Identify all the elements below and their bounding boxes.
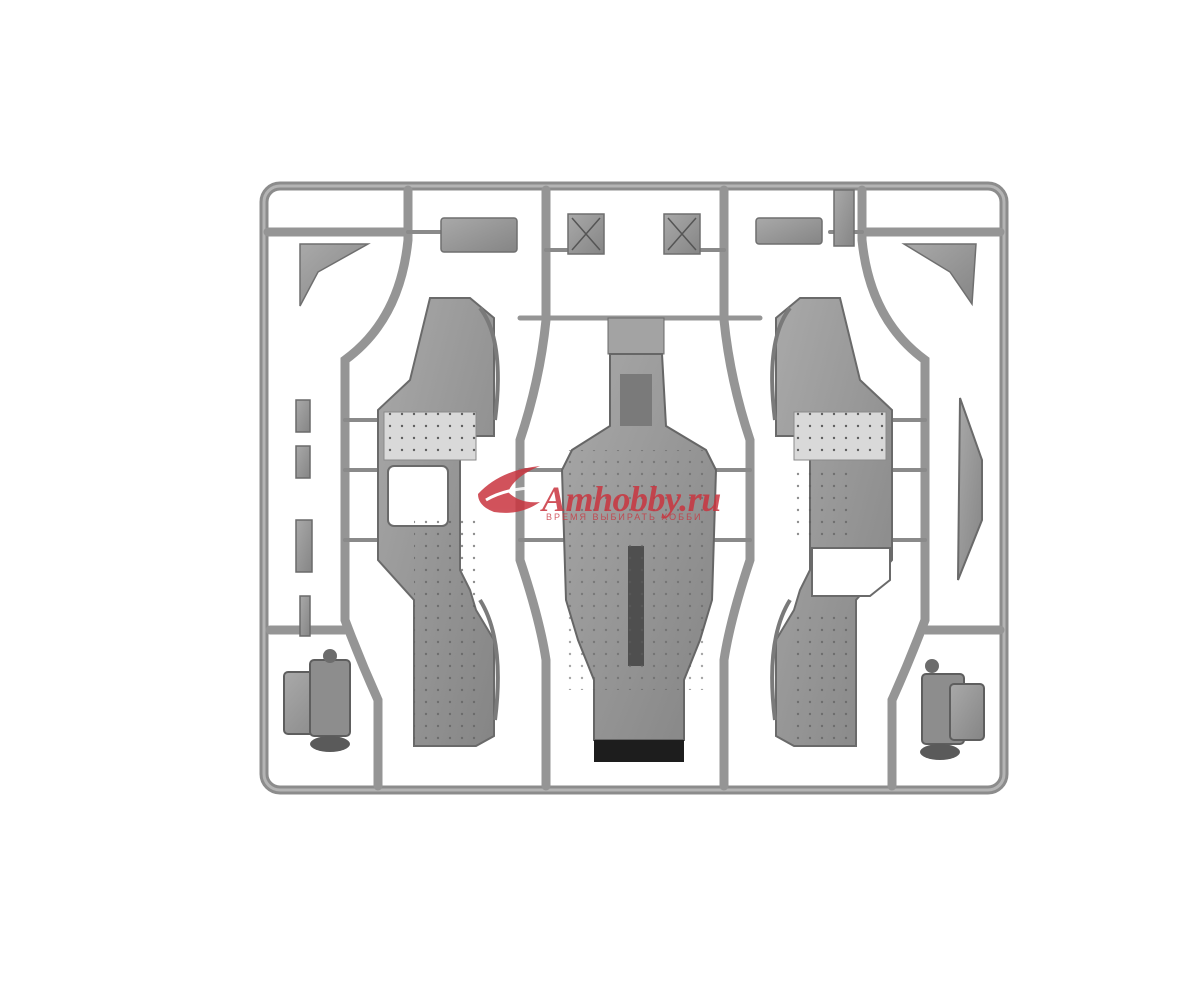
watermark-brand: Amhobby.ru [542, 479, 721, 519]
sprue-frame [259, 181, 1009, 795]
small-parts-left [295, 399, 313, 637]
engine-block-left [283, 649, 351, 752]
small-parts-top [299, 189, 977, 307]
hull-floor-center [560, 317, 718, 762]
side-armor-plate-right [957, 397, 983, 581]
engine-block-right [920, 659, 985, 760]
watermark-tagline: ВРЕМЯ ВЫБИРАТЬ ХОББИ [546, 512, 703, 522]
hull-side-panel-left [377, 297, 500, 747]
hull-side-panel-right [770, 297, 893, 747]
car-swoosh-icon [478, 466, 549, 513]
